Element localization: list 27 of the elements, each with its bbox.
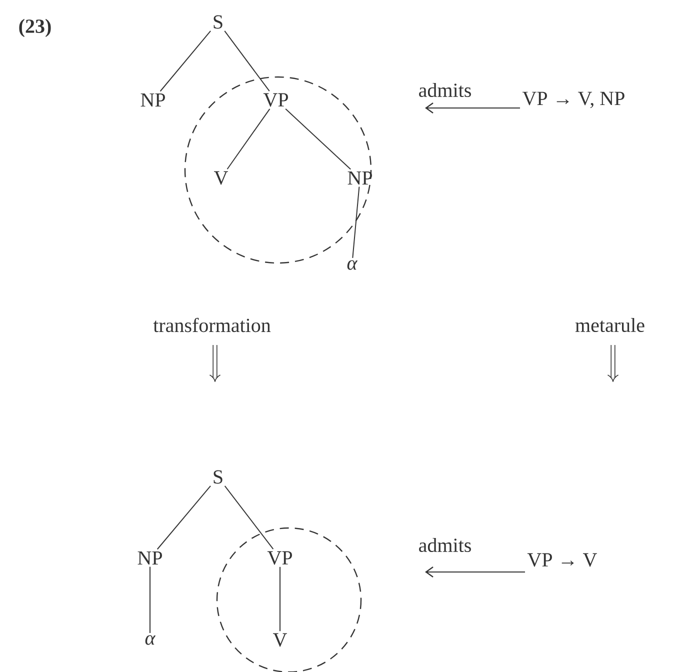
tree-branch: [160, 30, 212, 92]
tree-branch: [224, 485, 274, 550]
category-label: NP: [348, 171, 372, 185]
category-label: S: [214, 470, 222, 484]
category-label: NP: [140, 93, 165, 107]
tree-branch: [352, 186, 360, 258]
edge-label: admits: [417, 82, 473, 98]
edge-label: admits: [417, 536, 473, 554]
tree-branch: [224, 30, 270, 92]
symbol-label: α: [347, 260, 358, 270]
category-label: VP: [267, 551, 292, 565]
derivation-label: transformation: [153, 318, 271, 332]
arrow: [425, 566, 526, 578]
rewrite-rule: VP → V: [527, 553, 597, 567]
arrow: [425, 102, 520, 114]
category-label: VP: [263, 93, 288, 107]
tree-branch: [226, 108, 270, 170]
category-label: V: [273, 633, 287, 647]
tree-branch: [156, 485, 212, 550]
example-number: (23): [19, 18, 51, 38]
category-label: V: [214, 171, 228, 185]
category-label: S: [214, 15, 222, 29]
derivation-label: metarule: [575, 318, 644, 332]
rewrite-rule: VP → V, NP: [522, 92, 624, 108]
symbol-label: α: [145, 635, 156, 645]
category-label: NP: [138, 551, 162, 565]
tree-branch: [285, 108, 352, 170]
